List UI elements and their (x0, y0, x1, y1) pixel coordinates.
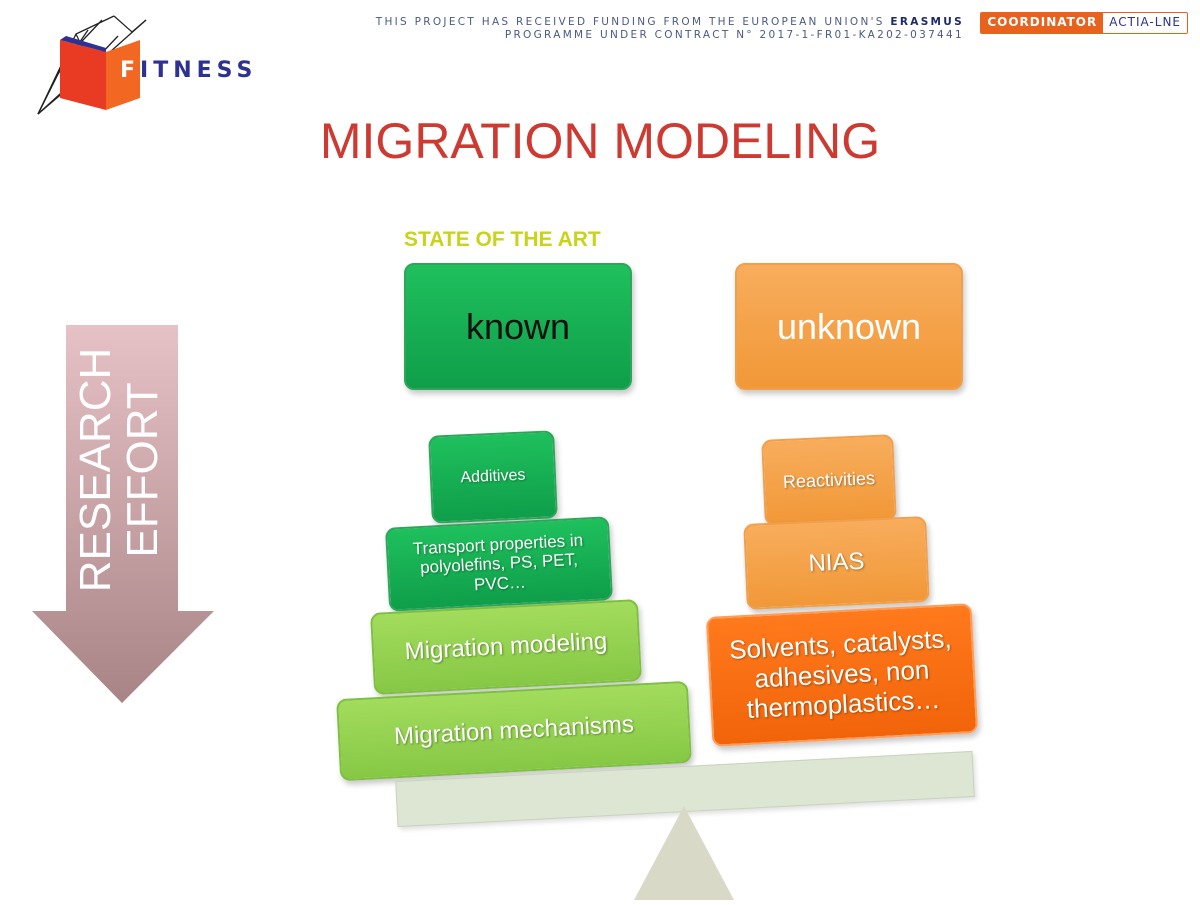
unknown-item-reactivities: Reactivities (761, 434, 897, 526)
research-effort-line-1: RESEARCH (71, 347, 120, 593)
known-item-additives: Additives (428, 430, 558, 524)
funding-erasmus: ERASMUS (890, 16, 964, 28)
funding-prefix: THIS PROJECT HAS RECEIVED FUNDING FROM T… (375, 16, 891, 28)
funding-line-2: PROGRAMME UNDER CONTRACT N° 2017-1-FR01-… (504, 29, 964, 41)
coordinator-value: ACTIA-LNE (1103, 13, 1187, 33)
coordinator-label: COORDINATOR (981, 13, 1104, 33)
known-item-transport-properties: Transport properties in polyolefins, PS,… (384, 516, 614, 612)
unknown-item-nias: NIAS (743, 516, 930, 610)
triangle-fulcrum-icon (634, 806, 734, 900)
balance-fulcrum (634, 806, 734, 900)
funding-notice: THIS PROJECT HAS RECEIVED FUNDING FROM T… (376, 16, 964, 42)
research-effort-line-2: EFFORT (118, 382, 167, 558)
fitness-logo (36, 14, 276, 118)
known-item-migration-mechanisms: Migration mechanisms (336, 680, 692, 782)
slide-title: MIGRATION MODELING (319, 113, 881, 169)
unknown-item-solvents: Solvents, catalysts, adhesives, non ther… (705, 603, 979, 747)
funding-line-1: THIS PROJECT HAS RECEIVED FUNDING FROM T… (376, 16, 964, 29)
logo-letter-f: F (120, 58, 141, 83)
coordinator-badge: COORDINATOR ACTIA-LNE (980, 12, 1188, 34)
known-header: known (404, 263, 632, 390)
book-logo-icon (37, 15, 147, 115)
known-item-migration-modeling: Migration modeling (370, 599, 642, 695)
state-of-the-art-label: STATE OF THE ART (404, 228, 601, 251)
down-arrow-icon (32, 325, 214, 703)
unknown-header: unknown (735, 263, 963, 390)
logo-letters: ITNESS (140, 58, 258, 83)
research-effort-label: RESEARCH EFFORT (71, 325, 182, 615)
research-effort-arrow (30, 325, 216, 705)
logo-wordmark: FITNESS (120, 58, 257, 83)
